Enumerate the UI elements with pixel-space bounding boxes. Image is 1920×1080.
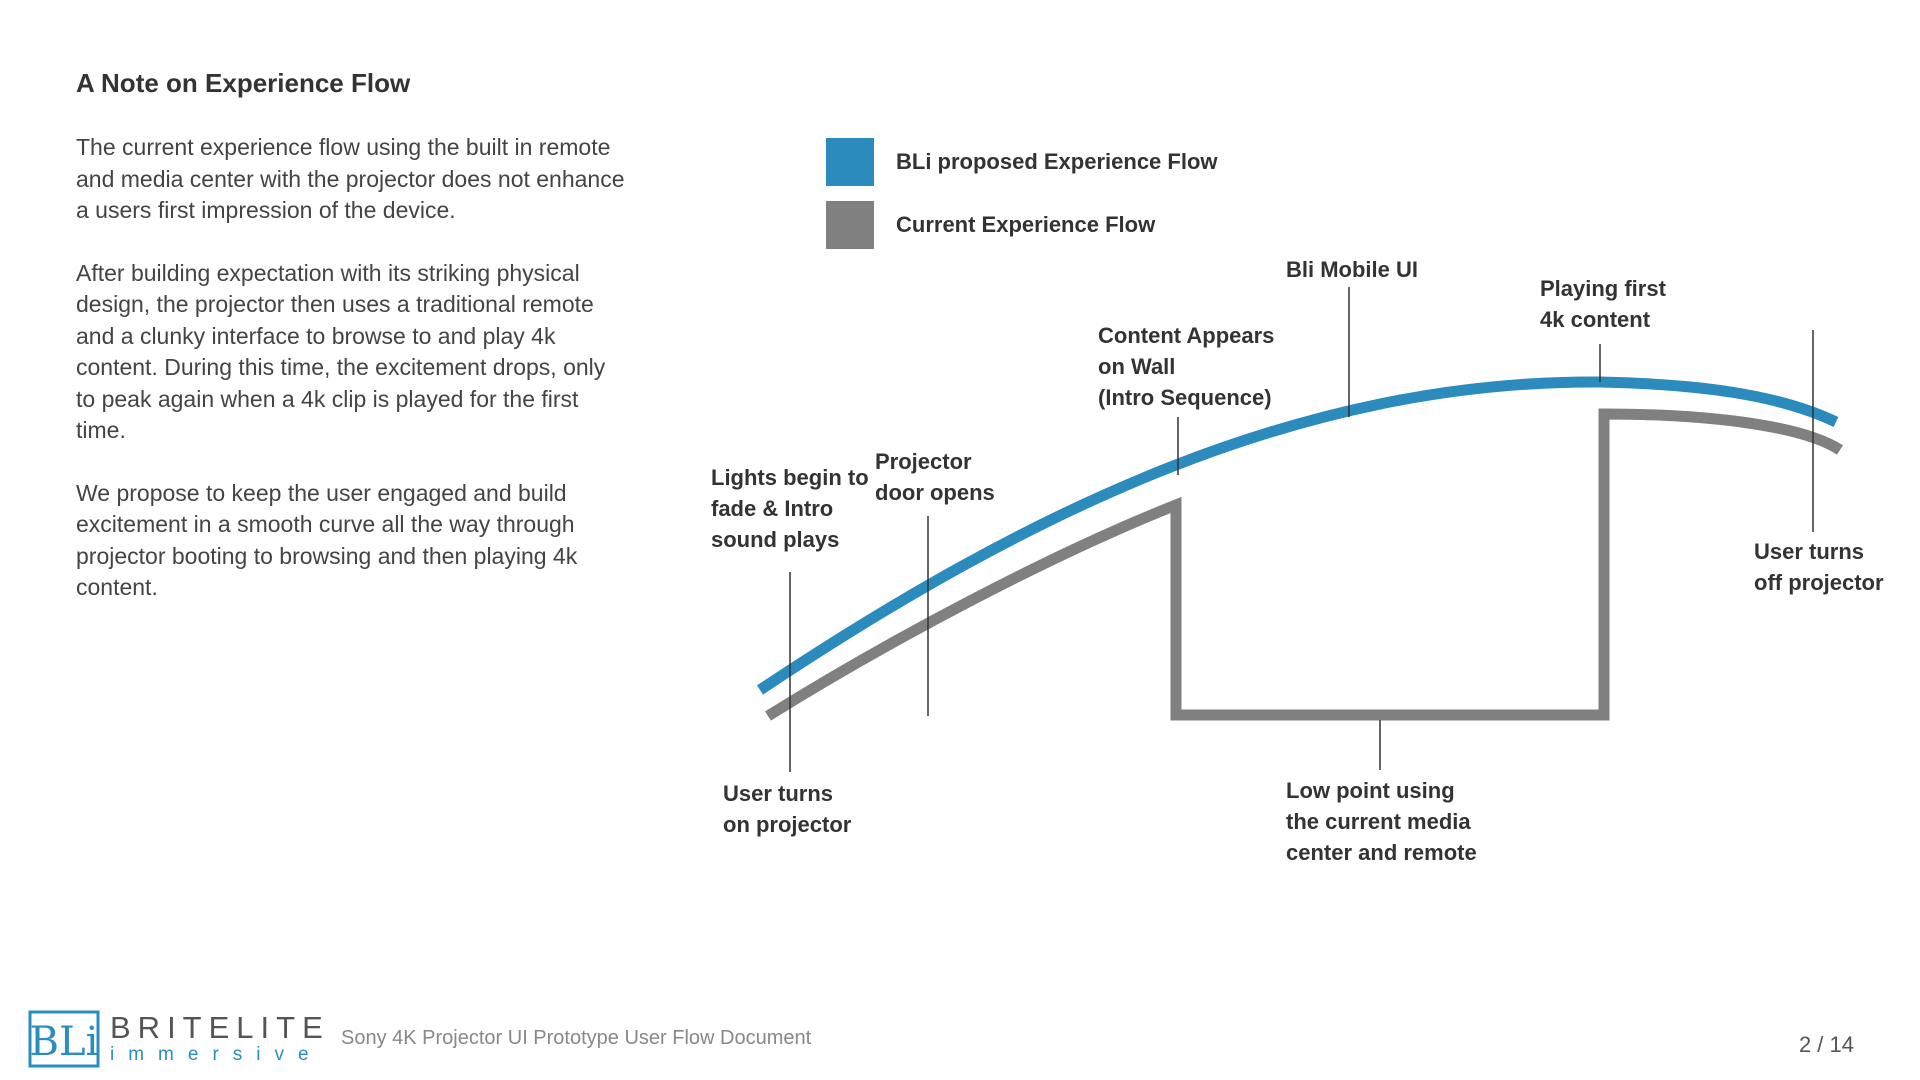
bli-logo-icon: BLi [28, 1010, 100, 1068]
document-title: Sony 4K Projector UI Prototype User Flow… [341, 1027, 812, 1049]
logo-wordmark: BRITELITE immersive [110, 1012, 330, 1066]
intro-text: The current experience flow using the bu… [76, 132, 626, 635]
britelite-logo: BLi BRITELITE immersive [28, 1010, 330, 1068]
legend-swatch-current [826, 201, 874, 249]
current-flow-line [765, 408, 1843, 721]
page-title: A Note on Experience Flow [76, 68, 411, 98]
paragraph-current-flow: The current experience flow using the bu… [76, 134, 625, 223]
legend-label-current: Current Experience Flow [896, 212, 1156, 237]
legend-item-current: Current Experience Flow [826, 201, 1218, 249]
paragraph-proposal: We propose to keep the user engaged and … [76, 479, 578, 601]
legend: BLi proposed Experience Flow Current Exp… [826, 138, 1218, 264]
legend-swatch-proposed [826, 138, 874, 186]
label-mobile-ui: Bli Mobile UI [1286, 257, 1418, 282]
page-number: 2 / 14 [1798, 1032, 1854, 1057]
legend-item-proposed: BLi proposed Experience Flow [826, 138, 1218, 186]
paragraph-expectation: After building expectation with its stri… [76, 259, 606, 444]
logo-letters: BLi [30, 1019, 99, 1065]
legend-label-proposed: BLi proposed Experience Flow [896, 149, 1218, 174]
logo-subtitle: immersive [110, 1044, 323, 1065]
logo-brand: BRITELITE [110, 1010, 330, 1045]
proposed-flow-line [756, 376, 1839, 695]
